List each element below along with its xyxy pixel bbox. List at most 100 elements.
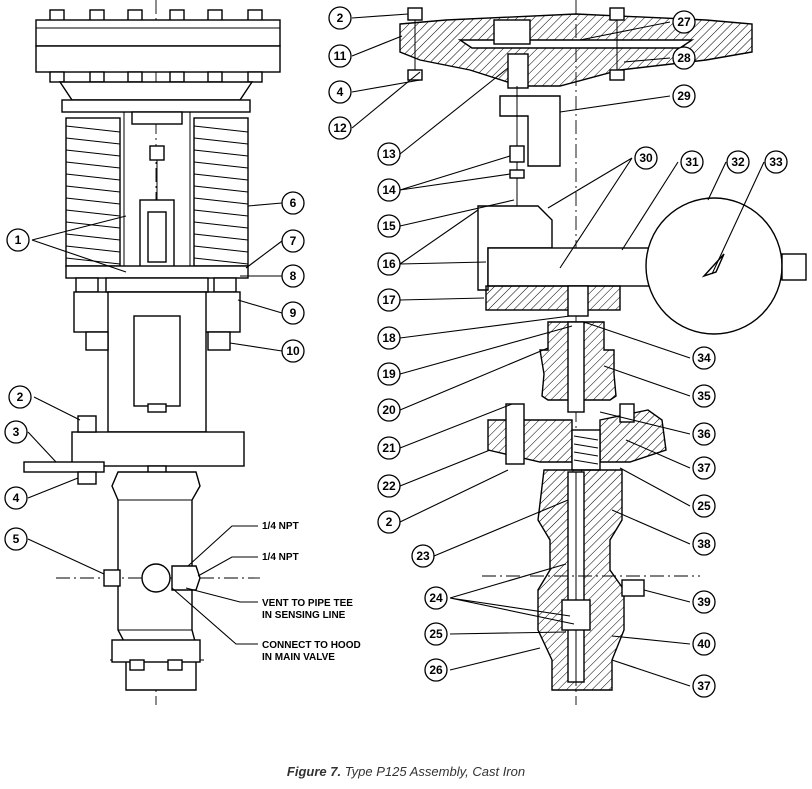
svg-text:12: 12 [333, 121, 347, 135]
svg-text:9: 9 [290, 306, 297, 320]
svg-text:4: 4 [337, 85, 344, 99]
callout-r-30: 30 [634, 146, 658, 170]
diaphragm-case [35, 19, 281, 47]
callout-r-33: 33 [764, 150, 788, 174]
right-callouts: 2 11 4 12 13 14 15 16 17 18 19 20 21 22 … [328, 6, 788, 698]
callout-r-35: 35 [692, 384, 716, 408]
callout-9: 9 [281, 301, 305, 325]
callout-r-26: 26 [424, 658, 448, 682]
svg-text:10: 10 [286, 344, 300, 358]
figure-label: Figure 7. [286, 764, 342, 779]
svg-text:24: 24 [429, 591, 443, 605]
callout-r-40: 40 [692, 632, 716, 656]
npt-lower-note: 1/4 NPT [262, 552, 299, 563]
callout-5: 5 [4, 527, 28, 551]
callout-r-2b: 2 [377, 510, 401, 534]
diaphragm-lower-bolts [49, 71, 263, 83]
svg-text:37: 37 [697, 679, 711, 693]
callout-r-32: 32 [726, 150, 750, 174]
svg-text:19: 19 [382, 367, 396, 381]
callout-3: 3 [4, 420, 28, 444]
callout-r-21: 21 [377, 436, 401, 460]
svg-text:25: 25 [697, 499, 711, 513]
callout-r-34: 34 [692, 346, 716, 370]
svg-text:2: 2 [337, 11, 344, 25]
svg-text:38: 38 [697, 537, 711, 551]
callout-r-13: 13 [377, 142, 401, 166]
svg-text:3: 3 [13, 425, 20, 439]
right-assembly-section [399, 0, 807, 705]
callout-r-28: 28 [672, 46, 696, 70]
left-spring [65, 117, 121, 267]
svg-text:11: 11 [334, 49, 347, 63]
callout-r-19: 19 [377, 362, 401, 386]
callout-r-11: 11 [328, 44, 352, 68]
callout-r-25a: 25 [424, 622, 448, 646]
callout-r-39: 39 [692, 590, 716, 614]
callout-r-25b: 25 [692, 494, 716, 518]
callout-r-24: 24 [424, 586, 448, 610]
figure-title: Type P125 Assembly, Cast Iron [341, 764, 526, 779]
svg-text:6: 6 [290, 196, 297, 210]
svg-text:20: 20 [382, 403, 396, 417]
callout-r-31: 31 [680, 150, 704, 174]
svg-text:40: 40 [697, 637, 711, 651]
svg-text:29: 29 [677, 89, 691, 103]
callout-r-18: 18 [377, 326, 401, 350]
callout-10: 10 [281, 339, 305, 363]
svg-text:5: 5 [13, 532, 20, 546]
callout-1: 1 [6, 228, 30, 252]
left-notes: 1/4 NPT 1/4 NPT VENT TO PIPE TEE IN SENS… [171, 521, 361, 663]
callout-6: 6 [281, 191, 305, 215]
svg-text:18: 18 [382, 331, 396, 345]
svg-text:34: 34 [697, 351, 711, 365]
svg-text:2: 2 [386, 515, 393, 529]
connect-note-line1: CONNECT TO HOOD [262, 640, 361, 651]
svg-text:21: 21 [382, 441, 396, 455]
svg-text:23: 23 [416, 549, 430, 563]
callout-r-37b: 37 [692, 674, 716, 698]
callout-r-22: 22 [377, 474, 401, 498]
vent-note-line1: VENT TO PIPE TEE [262, 598, 353, 609]
svg-text:7: 7 [290, 234, 297, 248]
callout-r-17: 17 [377, 288, 401, 312]
svg-text:25: 25 [429, 627, 443, 641]
callout-r-16: 16 [377, 252, 401, 276]
npt-upper-note: 1/4 NPT [262, 521, 299, 532]
callout-r-20: 20 [377, 398, 401, 422]
callout-7: 7 [281, 229, 305, 253]
vent-note-line2: IN SENSING LINE [262, 610, 346, 621]
svg-text:31: 31 [685, 155, 699, 169]
svg-text:27: 27 [677, 15, 691, 29]
callout-r-15: 15 [377, 214, 401, 238]
svg-text:26: 26 [429, 663, 443, 677]
callout-r-12: 12 [328, 116, 352, 140]
callout-r-27: 27 [672, 10, 696, 34]
svg-text:13: 13 [382, 147, 396, 161]
svg-text:37: 37 [697, 461, 711, 475]
callout-r-23: 23 [411, 544, 435, 568]
svg-text:30: 30 [639, 151, 653, 165]
callout-r-36: 36 [692, 422, 716, 446]
svg-text:8: 8 [290, 269, 297, 283]
right-spring [193, 117, 249, 267]
svg-text:33: 33 [769, 155, 783, 169]
svg-text:32: 32 [731, 155, 745, 169]
callout-r-14: 14 [377, 178, 401, 202]
svg-text:2: 2 [17, 390, 24, 404]
left-callouts: 1 2 3 4 5 6 7 8 9 10 [4, 191, 305, 575]
connect-note-line2: IN MAIN VALVE [262, 652, 335, 663]
figure-caption: Figure 7. Type P125 Assembly, Cast Iron [0, 764, 812, 779]
callout-r-2a: 2 [328, 6, 352, 30]
svg-text:22: 22 [382, 479, 396, 493]
callout-4: 4 [4, 486, 28, 510]
svg-text:4: 4 [13, 491, 20, 505]
svg-text:16: 16 [382, 257, 396, 271]
callout-8: 8 [281, 264, 305, 288]
svg-text:39: 39 [697, 595, 711, 609]
svg-text:14: 14 [382, 183, 396, 197]
diaphragm-bolts [49, 9, 263, 23]
left-assembly-exterior [23, 0, 281, 705]
callout-r-37a: 37 [692, 456, 716, 480]
